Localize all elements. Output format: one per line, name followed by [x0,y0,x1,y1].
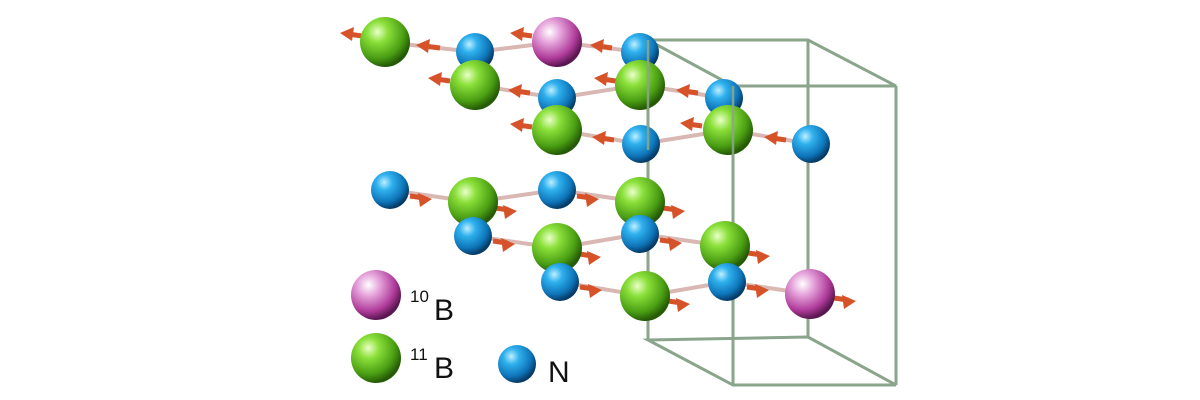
nitrogen-atom [621,33,659,71]
arrow-right [747,250,770,264]
nitrogen-atom [621,215,659,253]
arrow-left [594,72,617,86]
boron-11-atom [450,60,500,110]
legend-symbol-b11: B [434,352,454,385]
arrow-left [508,84,531,98]
arrow-left [428,72,451,86]
arrow-right [492,238,515,252]
legend: 10 B 11 B N [351,270,570,389]
boron-11-atom [360,17,410,67]
boron-11-atom [532,223,582,273]
boron-10-atom [785,269,835,319]
boron-11-atom [703,105,753,155]
arrow-right [494,205,517,219]
legend-item-b10: 10 B [351,270,454,327]
nitrogen-atom [708,263,746,301]
boron-11-atom [700,221,750,271]
boron-11-atom [532,105,582,155]
legend-item-b11: 11 B [351,333,454,385]
arrow-right [579,284,602,298]
legend-swatch-nitrogen [498,345,536,383]
arrow-left [592,131,615,145]
nitrogen-atom [456,33,494,71]
arrow-left [676,84,699,98]
legend-symbol-b10: B [434,294,454,327]
arrow-left [510,118,533,132]
legend-swatch-boron-10 [351,270,401,320]
arrow-right [667,298,690,312]
arrow-left [590,39,613,53]
unit-cell-top-face [647,38,897,88]
arrow-right [578,251,601,265]
nitrogen-atom [454,217,492,255]
nitrogen-atom [541,263,579,301]
unit-cell-bottom-face [642,335,897,387]
arrow-right [662,205,685,219]
boron-10-atom [532,17,582,67]
nitrogen-atom [792,125,830,163]
arrow-left [680,117,703,131]
boron-11-atom [615,60,665,110]
displacement-arrows [340,27,856,312]
legend-swatch-boron-11 [351,333,401,383]
boron-11-atom [448,177,498,227]
arrow-right [409,193,432,207]
arrow-right [659,237,682,251]
arrow-left [764,131,787,145]
legend-isotope-b10: 10 [410,287,429,306]
arrow-right [833,295,856,309]
legend-item-n: N [498,345,570,389]
arrow-right [746,284,769,298]
nitrogen-atom [622,125,660,163]
arrow-right [576,193,599,207]
arrow-left [340,27,363,41]
nitrogen-atom [538,171,576,209]
unit-cell-front-edges [646,40,735,160]
boron-11-atom [620,271,670,321]
legend-isotope-b11: 11 [410,345,428,364]
boron-11-atom [615,177,665,227]
legend-symbol-n: N [548,356,570,389]
atoms-bottom-layer [371,171,835,321]
arrow-left [510,27,533,41]
nitrogen-atom [371,171,409,209]
arrow-left [416,39,441,53]
